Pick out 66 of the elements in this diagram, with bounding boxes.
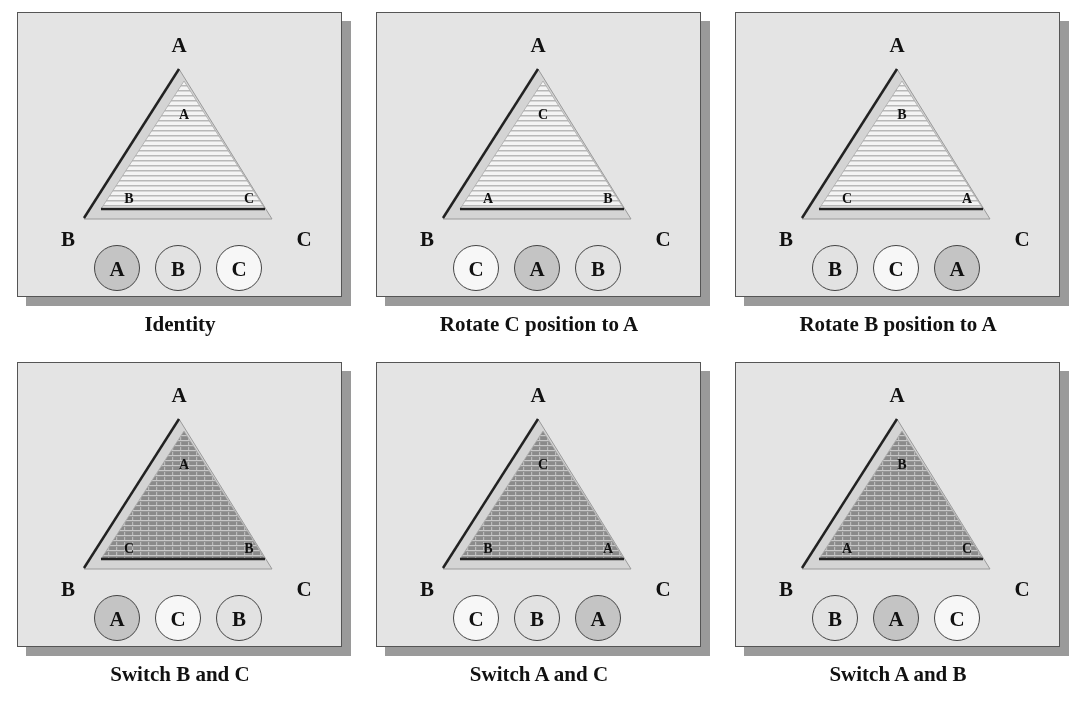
triangle-shape (82, 417, 274, 570)
vertex-letter: B (896, 458, 908, 472)
letter-token: B (216, 595, 262, 641)
letter-token: C (155, 595, 201, 641)
vertex-letter: A (960, 192, 974, 206)
corner-label: A (170, 385, 188, 406)
letter-token: B (812, 595, 858, 641)
vertex-letter: A (177, 108, 191, 122)
corner-label: B (60, 579, 76, 600)
triangle-shape (441, 67, 633, 220)
letter-token: B (155, 245, 201, 291)
letter-token: A (94, 245, 140, 291)
letter-token: A (575, 595, 621, 641)
triangle-shape (800, 417, 992, 570)
vertex-letter: A (177, 458, 191, 472)
triangle-shape (441, 417, 633, 570)
corner-label: C (1013, 229, 1031, 250)
corner-label: C (654, 229, 672, 250)
letter-token: C (934, 595, 980, 641)
corner-label: B (419, 579, 435, 600)
vertex-letter: C (122, 542, 136, 556)
letter-token: C (216, 245, 262, 291)
panel-caption: Switch A and B (828, 662, 968, 687)
letter-token: C (453, 245, 499, 291)
letter-token: C (453, 595, 499, 641)
vertex-letter: B (602, 192, 614, 206)
corner-label: A (170, 35, 188, 56)
corner-label: C (295, 229, 313, 250)
corner-label: B (419, 229, 435, 250)
corner-label: A (529, 385, 547, 406)
panel-caption: Rotate C position to A (438, 312, 640, 337)
panel-caption: Switch A and C (468, 662, 610, 687)
corner-label: C (1013, 579, 1031, 600)
corner-label: B (60, 229, 76, 250)
vertex-letter: B (243, 542, 255, 556)
corner-label: A (888, 385, 906, 406)
vertex-letter: C (242, 192, 256, 206)
letter-token: B (575, 245, 621, 291)
letter-token: B (812, 245, 858, 291)
letter-token: A (514, 245, 560, 291)
corner-label: A (529, 35, 547, 56)
vertex-letter: C (840, 192, 854, 206)
triangle-shape (800, 67, 992, 220)
vertex-letter: B (123, 192, 135, 206)
letter-token: C (873, 245, 919, 291)
vertex-letter: B (482, 542, 494, 556)
panel-caption: Rotate B position to A (798, 312, 998, 337)
vertex-letter: C (536, 458, 550, 472)
letter-token: B (514, 595, 560, 641)
triangle-shape (82, 67, 274, 220)
panel-caption: Identity (143, 312, 217, 337)
corner-label: C (295, 579, 313, 600)
letter-token: A (94, 595, 140, 641)
corner-label: A (888, 35, 906, 56)
letter-token: A (934, 245, 980, 291)
corner-label: B (778, 579, 794, 600)
vertex-letter: A (840, 542, 854, 556)
vertex-letter: A (481, 192, 495, 206)
corner-label: B (778, 229, 794, 250)
letter-token: A (873, 595, 919, 641)
vertex-letter: C (536, 108, 550, 122)
vertex-letter: A (601, 542, 615, 556)
vertex-letter: B (896, 108, 908, 122)
corner-label: C (654, 579, 672, 600)
vertex-letter: C (960, 542, 974, 556)
panel-caption: Switch B and C (109, 662, 251, 687)
